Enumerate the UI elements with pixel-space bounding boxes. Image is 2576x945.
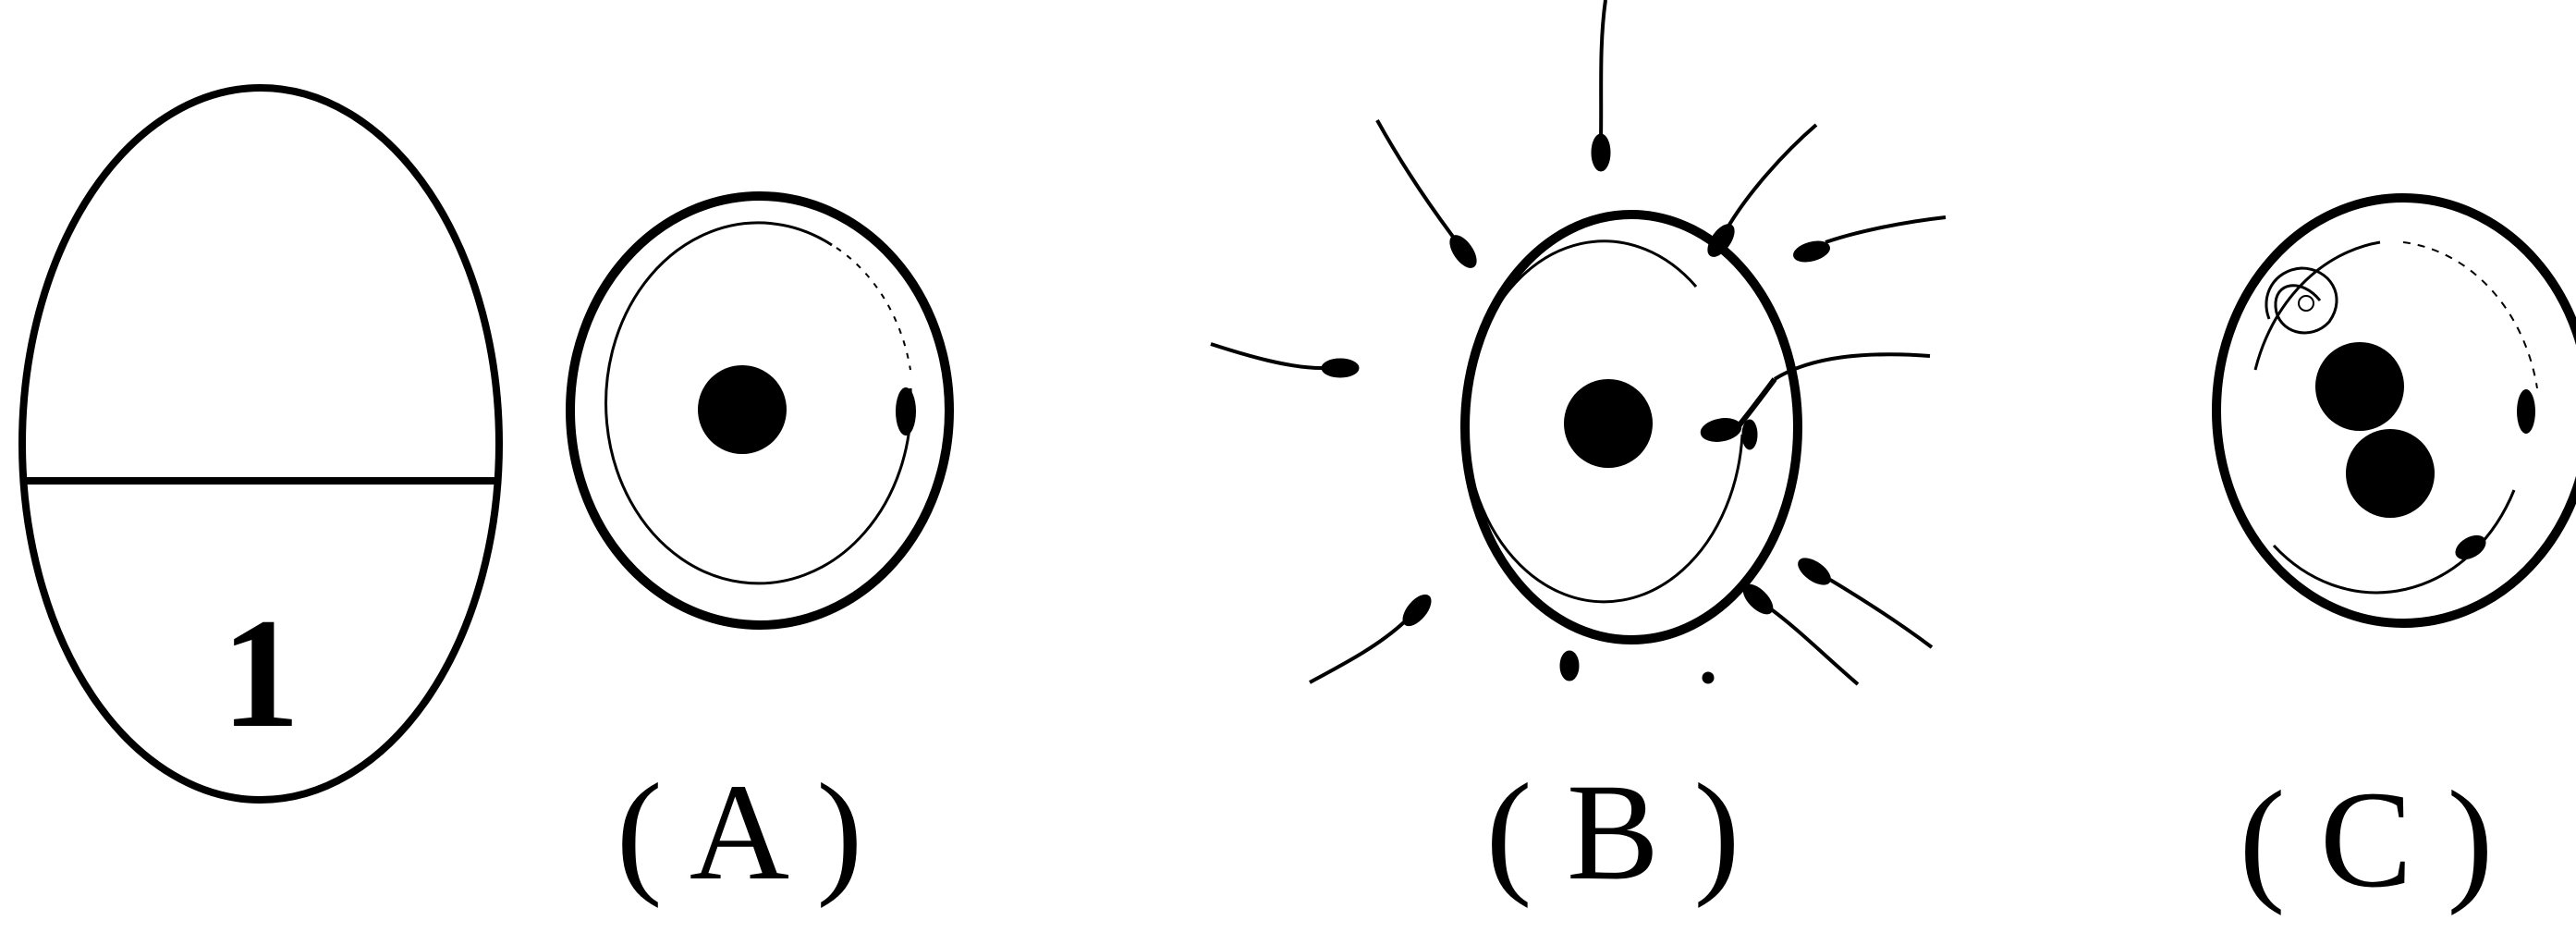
stage-c-egg-cell: ( C ) bbox=[2212, 193, 2576, 916]
stage-c-polar-body-1 bbox=[2517, 389, 2535, 434]
egg-outline bbox=[18, 84, 503, 804]
stage-a-inner-membrane bbox=[604, 221, 913, 585]
stage-b-label: ( B ) bbox=[1486, 755, 1740, 909]
stage-a-outer-membrane bbox=[566, 191, 954, 630]
egg-number: 1 bbox=[222, 586, 300, 760]
stage-c-outer-membrane bbox=[2212, 193, 2576, 628]
stage-c-polar-body-2 bbox=[2455, 534, 2486, 560]
debris-dot-2 bbox=[1702, 671, 1715, 684]
stage-a-label: ( A ) bbox=[617, 755, 863, 909]
stage-a-polar-body bbox=[896, 387, 916, 436]
stage-b-egg-cell: ( B ) bbox=[1210, 0, 1947, 909]
debris-dot-1 bbox=[1559, 650, 1580, 681]
sperm-bottom-right-a bbox=[1742, 583, 1860, 686]
sperm-cells bbox=[1210, 0, 1947, 686]
sperm-penetrating bbox=[1700, 352, 1931, 450]
stage-b-nucleus bbox=[1564, 379, 1653, 468]
sperm-bottom-left bbox=[1309, 594, 1432, 684]
sperm-bottom-right-b bbox=[1798, 558, 1934, 649]
sperm-right-upper bbox=[1793, 215, 1947, 263]
stage-c-pronucleus-lower bbox=[2346, 429, 2435, 518]
stage-b-inner-membrane bbox=[1463, 239, 1744, 604]
sperm-top-left bbox=[1375, 119, 1477, 268]
stage-c-label: ( C ) bbox=[2240, 763, 2494, 916]
sperm-top-right bbox=[1707, 123, 1818, 257]
stage-c-inner-membrane bbox=[2272, 489, 2516, 595]
stage-c-spiral-sperm-tail bbox=[2265, 266, 2338, 335]
stage-c-pronucleus-upper bbox=[2315, 342, 2404, 431]
stage-a-egg-cell: ( A ) bbox=[566, 191, 954, 909]
egg-figure: 1 bbox=[18, 84, 503, 804]
sperm-top bbox=[1591, 0, 1611, 172]
stage-a-nucleus bbox=[698, 365, 787, 454]
sperm-left bbox=[1210, 342, 1360, 378]
